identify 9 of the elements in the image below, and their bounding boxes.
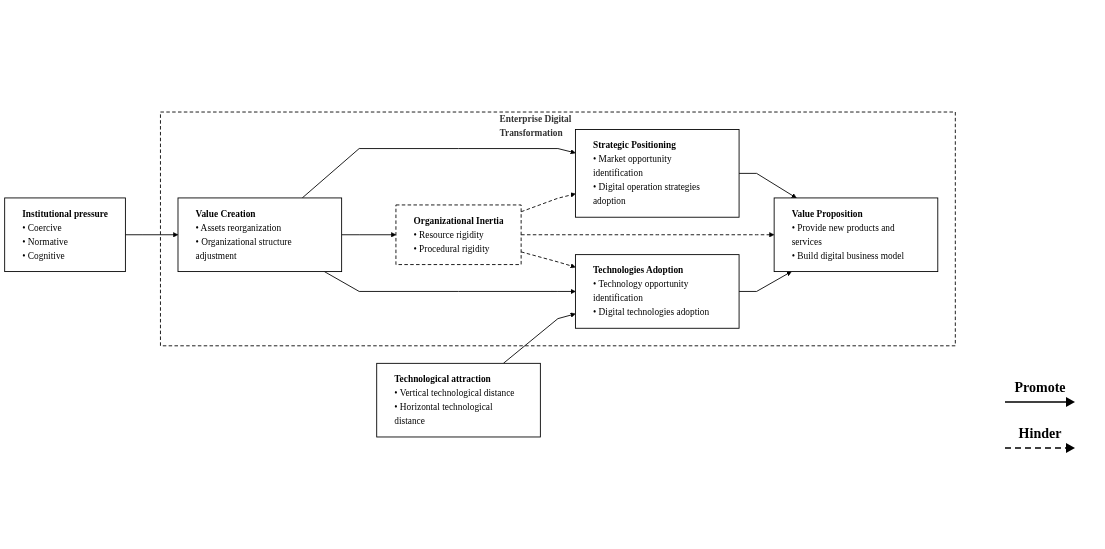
node-box: Technological attraction • Vertical technological distance • Horizontal technological distance bbox=[376, 362, 541, 438]
node-box: Institutional pressure • Coercive • Normative • Cognitive bbox=[4, 197, 126, 272]
node-box: Organizational Inertia • Resource rigidity • Procedural rigidity bbox=[395, 204, 522, 265]
node-box: Technologies Adoption • Technology opportunity identification • Digital technologies adoption bbox=[575, 254, 740, 329]
node-box: Value Creation • Assets reorganization • Organizational structure adjustment bbox=[177, 197, 343, 272]
legend-label: Promote bbox=[1014, 380, 1066, 396]
legend-label: Hinder bbox=[1018, 426, 1062, 442]
node-box: Strategic Positioning • Market opportunity identification • Digital operation strategies adoption bbox=[575, 129, 740, 218]
node-box: Value Proposition • Provide new products and services • Build digital business model bbox=[773, 197, 939, 272]
